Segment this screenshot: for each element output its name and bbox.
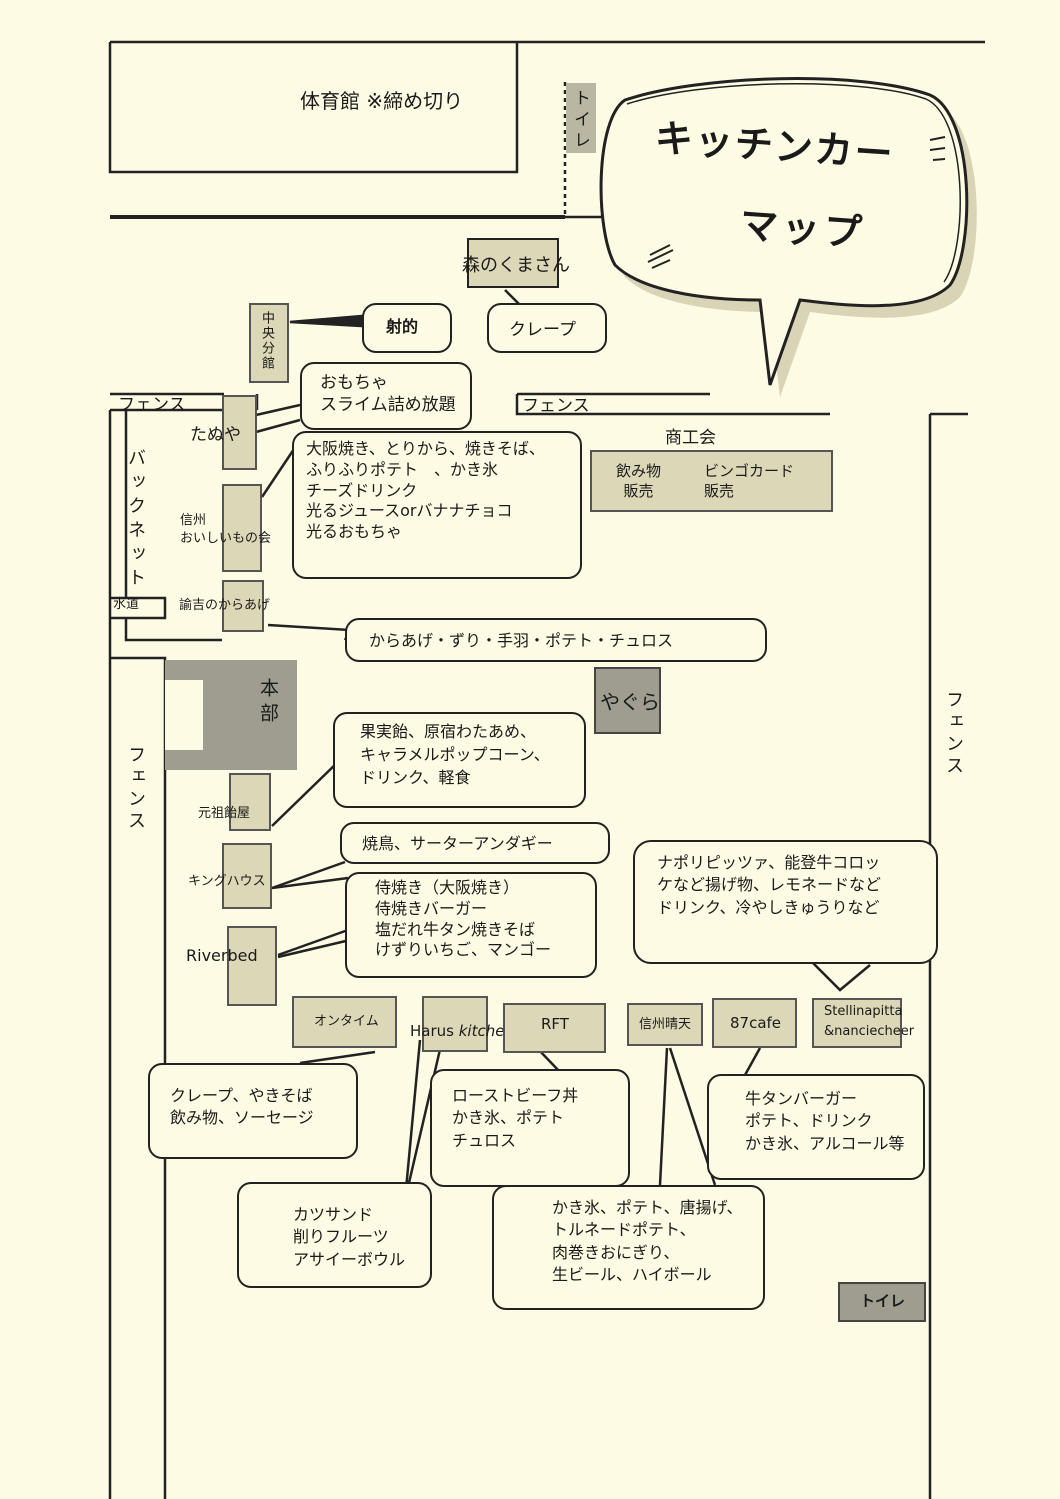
stall-stellina: Stellinapitta &nanciecheer [812,998,914,1048]
bubble-crepe-bottom: クレープ、やきそば 飲み物、ソーセージ [148,1063,358,1159]
stall-shinshu-oishii-label: 信州 おいしいもの会 [180,513,272,547]
stall-ontime-label: オンタイム [314,1014,379,1029]
fence-mid-top-label: フェンス [522,396,590,416]
map-title-line2: マップ [738,202,868,256]
bubble-crepe-top: クレープ [487,303,607,353]
stall-riverbed-label: Riverbed [186,946,258,965]
toilet-bottom-label: トイレ [860,1292,906,1310]
stall-tanuya [222,395,257,470]
bubble-napoli: ナポリピッツァ、能登牛コロッ ケなど揚げ物、レモネードなど ドリンク、冷やしきゅ… [633,840,938,964]
fence-left-top-label: フェンス [118,395,186,415]
bubble-kakigori: かき氷、ポテト、唐揚げ、 トルネードポテト、 肉巻きおにぎり、 生ビール、ハイボ… [492,1185,765,1310]
bubble-roast-text: ローストビーフ丼 かき氷、ポテト チュロス [452,1086,579,1150]
bubble-katsu: カツサンド 削りフルーツ アサイーボウル [237,1182,432,1288]
bubble-katsu-text: カツサンド 削りフルーツ アサイーボウル [293,1205,406,1269]
stall-chuo: 中央分館 [249,303,289,383]
stall-harus-name: Harus [410,1022,454,1040]
bubble-kajitsu: 果実飴、原宿わたあめ、 キャラメルポップコーン、 ドリンク、軽食 [333,712,586,808]
stall-yukichi-label: 諭吉のからあげ [179,598,271,613]
stall-rft-label: RFT [541,1015,569,1033]
title-bubble-shape [599,77,977,398]
bubble-omocha: おもちゃ スライム詰め放題 [300,362,472,430]
bubble-shateki: 射的 [362,303,452,353]
yagura-label: やぐら [600,690,660,714]
shokokai-box: 飲み物 販売 ビンゴカード 販売 [590,450,833,512]
stall-shinshu-oishii [222,484,262,572]
stall-king-label: キングハウス [188,874,266,889]
stall-mori [467,238,559,288]
stall-ontime: オンタイム [292,996,397,1048]
bubble-crepe-top-text: クレープ [509,320,576,340]
backnet-label: バックネット [125,448,146,592]
stall-seiten-label: 信州晴天 [639,1017,692,1032]
bubble-napoli-text: ナポリピッツァ、能登牛コロッ ケなど揚げ物、レモネードなど ドリンク、冷やしきゅ… [657,853,882,917]
bubble-omocha-text: おもちゃ スライム詰め放題 [320,373,456,416]
bubble-karaage-text: からあげ・ずり・手羽・ポテト・チュロス [369,631,674,650]
bubble-gyutan: 牛タンバーガー ポテト、ドリンク かき氷、アルコール等 [707,1074,925,1180]
bubble-shateki-text: 射的 [386,317,419,336]
yagura: やぐら [594,667,661,734]
toilet-top: トイレ [566,83,596,153]
stall-riverbed [227,926,277,1006]
bubble-gyutan-text: 牛タンバーガー ポテト、ドリンク かき氷、アルコール等 [745,1089,905,1153]
stall-mori-label: 森のくまさん [462,255,570,276]
bubble-yakitori: 焼鳥、サーターアンダギー [340,822,610,864]
water-label: 水道 [113,597,140,612]
stall-rft: RFT [503,1003,606,1053]
bubble-roast: ローストビーフ丼 かき氷、ポテト チュロス [430,1069,630,1187]
bubble-samurai: 侍焼き（大阪焼き） 侍焼きバーガー 塩だれ牛タン焼きそば けずりいちご、マンゴー [345,872,597,978]
stall-harus-italic: kitchen [458,1022,514,1040]
stall-87cafe-label: 87cafe [730,1014,782,1032]
bubble-osaka-text: 大阪焼き、とりから、焼きそば、 ふりふりポテト 、かき氷 チーズドリンク 光るジ… [306,439,545,542]
gym-label: 体育館 ※締め切り [300,89,464,113]
shokokai-title: 商工会 [665,428,716,448]
shokokai-col1: 飲み物 販売 [616,462,662,500]
hq-label: 本部 [257,678,279,728]
bubble-samurai-text: 侍焼き（大阪焼き） 侍焼きバーガー 塩だれ牛タン焼きそば けずりいちご、マンゴー [375,878,552,960]
bubble-kajitsu-text: 果実飴、原宿わたあめ、 キャラメルポップコーン、 ドリンク、軽食 [360,722,550,788]
stall-yukichi [222,580,264,632]
stall-genso [229,773,271,831]
hq-building: 本部 [165,660,297,770]
stall-king [222,843,272,909]
fence-left-side-label: フェンス [125,745,146,833]
bubble-crepe-bottom-text: クレープ、やきそば 飲み物、ソーセージ [170,1086,314,1128]
bubble-yakitori-text: 焼鳥、サーターアンダギー [362,834,553,853]
bubble-osaka: 大阪焼き、とりから、焼きそば、 ふりふりポテト 、かき氷 チーズドリンク 光るジ… [292,431,582,579]
stall-87cafe: 87cafe [712,998,797,1048]
stall-stellina-label: Stellinapitta &nanciecheer [824,1004,915,1040]
toilet-bottom: トイレ [838,1282,926,1322]
stall-tanuya-label: たぬや [190,425,241,445]
bubble-karaage: からあげ・ずり・手羽・ポテト・チュロス [345,618,767,662]
shokokai-col2: ビンゴカード 販売 [704,462,795,500]
stall-seiten: 信州晴天 [627,1003,703,1046]
stall-chuo-label: 中央分館 [259,311,274,371]
stall-genso-label: 元祖飴屋 [198,806,251,821]
stall-harus-label: Harus kitchen [410,1022,514,1042]
stall-harus [422,996,488,1052]
toilet-top-label: トイレ [570,89,590,152]
fence-right-label: フェンス [943,690,964,778]
bubble-kakigori-text: かき氷、ポテト、唐揚げ、 トルネードポテト、 肉巻きおにぎり、 生ビール、ハイボ… [552,1198,743,1285]
